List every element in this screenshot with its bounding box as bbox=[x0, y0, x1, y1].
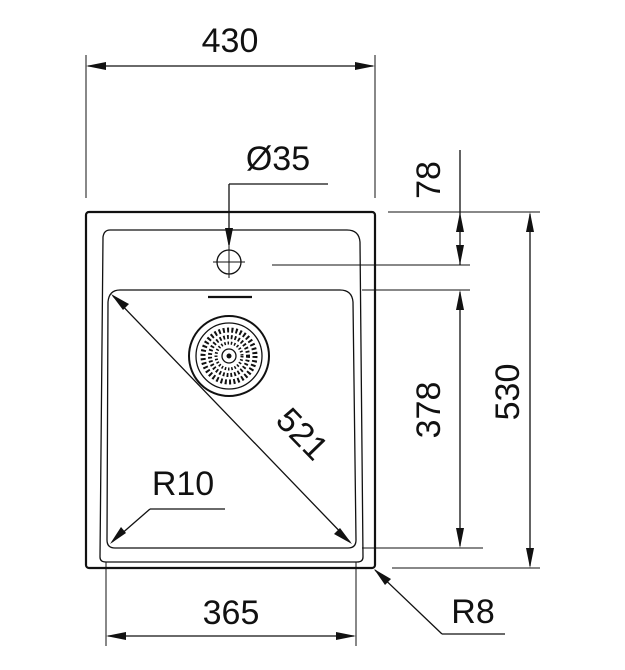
dimension-bowl-depth: 378 bbox=[362, 289, 483, 549]
dimension-overall-width: 430 bbox=[85, 22, 376, 198]
dimension-overall-depth: 530 bbox=[392, 211, 540, 569]
outer-radius-label: R8 bbox=[451, 593, 494, 631]
strainer-waste-icon bbox=[188, 315, 270, 397]
dimension-bowl-width: 365 bbox=[105, 562, 357, 646]
sink-body bbox=[84, 210, 377, 570]
overall-depth-label: 530 bbox=[489, 364, 527, 421]
tap-offset-label: 78 bbox=[410, 161, 448, 199]
sink-inner-edge bbox=[99, 229, 364, 563]
drain-diameter-label: Ø35 bbox=[246, 140, 310, 178]
dimension-tap-offset: 78 bbox=[272, 150, 470, 266]
bowl-width-label: 365 bbox=[203, 594, 260, 632]
bowl-depth-label: 378 bbox=[410, 382, 448, 439]
dimension-inner-radius: R10 bbox=[110, 465, 225, 544]
bowl-outline bbox=[106, 289, 357, 549]
dimension-tap-hole: Ø35 bbox=[225, 140, 328, 248]
crosshair-circle-icon bbox=[213, 246, 245, 278]
dimension-outer-radius: R8 bbox=[374, 569, 505, 635]
inner-radius-label: R10 bbox=[152, 465, 214, 503]
sink-outer-rim bbox=[84, 210, 377, 570]
bowl-diagonal-label: 521 bbox=[269, 401, 336, 468]
overall-width-label: 430 bbox=[202, 22, 259, 60]
